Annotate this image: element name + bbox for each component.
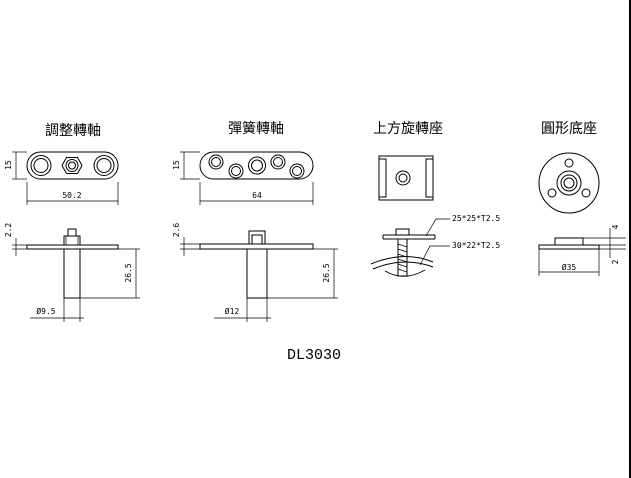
rotating-seat-body <box>378 155 434 201</box>
round-base-plate <box>538 244 600 250</box>
spring-shaft-stem <box>246 248 268 299</box>
dim-round-base-upper: 4 <box>611 224 620 229</box>
dim-round-base-lower: 2 <box>611 259 620 264</box>
spring-shaft-side-view: 2.6 26.5 Ø12 <box>172 223 338 322</box>
spring-shaft-top-view: 15 64 <box>172 151 314 205</box>
rotating-seat-hole <box>395 170 411 186</box>
dim-adjust-shaft-dia: Ø9.5 <box>36 306 55 316</box>
adjust-shaft-hole-left <box>30 155 52 176</box>
label-rotating-lower-plate: 30*22*T2.5 <box>452 241 500 250</box>
dim-adjust-height: 15 <box>4 160 13 170</box>
adjust-shaft-stem <box>63 248 81 299</box>
round-base-side-view: Ø35 4 2 <box>538 224 626 276</box>
spring-shaft-bar <box>199 151 314 180</box>
label-rotating-upper-plate: 25*25*T2.5 <box>452 214 500 223</box>
dim-adjust-plate: 2.2 <box>4 223 13 238</box>
dim-spring-shaft-dia: Ø12 <box>225 306 240 316</box>
rotating-seat-side-view: 25*25*T2.5 30*22*T2.5 <box>370 214 500 277</box>
title-adjust-shaft: 調整轉軸 <box>45 123 101 139</box>
adjust-shaft-top-view: 15 50.2 <box>4 151 119 205</box>
adjust-shaft-nut-side <box>63 235 81 246</box>
title-round-base: 圓形底座 <box>541 121 597 137</box>
title-spring-shaft: 彈簧轉軸 <box>228 121 284 137</box>
dim-spring-shaft-length: 26.5 <box>322 263 331 282</box>
spring-shaft-center-hole <box>248 156 266 175</box>
adjust-shaft-hole-right <box>93 155 115 176</box>
dim-round-base-dia: Ø35 <box>562 262 577 272</box>
adjust-shaft-bar <box>26 151 119 180</box>
round-base-screw-hole <box>564 158 574 168</box>
title-top-rotating-seat: 上方旋轉座 <box>373 121 443 137</box>
dim-adjust-width: 50.2 <box>62 191 81 200</box>
dim-spring-plate: 2.6 <box>172 223 181 238</box>
adjust-shaft-side-view: 2.2 26.5 Ø9.5 <box>4 223 140 322</box>
dim-spring-height: 15 <box>172 160 181 170</box>
adjust-shaft-plate <box>26 244 119 250</box>
round-base-top-view <box>538 152 600 214</box>
dim-spring-width: 64 <box>252 191 262 200</box>
dim-adjust-shaft-length: 26.5 <box>124 263 133 282</box>
spring-shaft-plate <box>199 243 314 250</box>
rotating-seat-top-view <box>378 155 434 201</box>
round-base-disc <box>538 152 600 214</box>
adjust-shaft-hex-nut <box>61 157 83 174</box>
model-number: DL3030 <box>287 347 341 364</box>
